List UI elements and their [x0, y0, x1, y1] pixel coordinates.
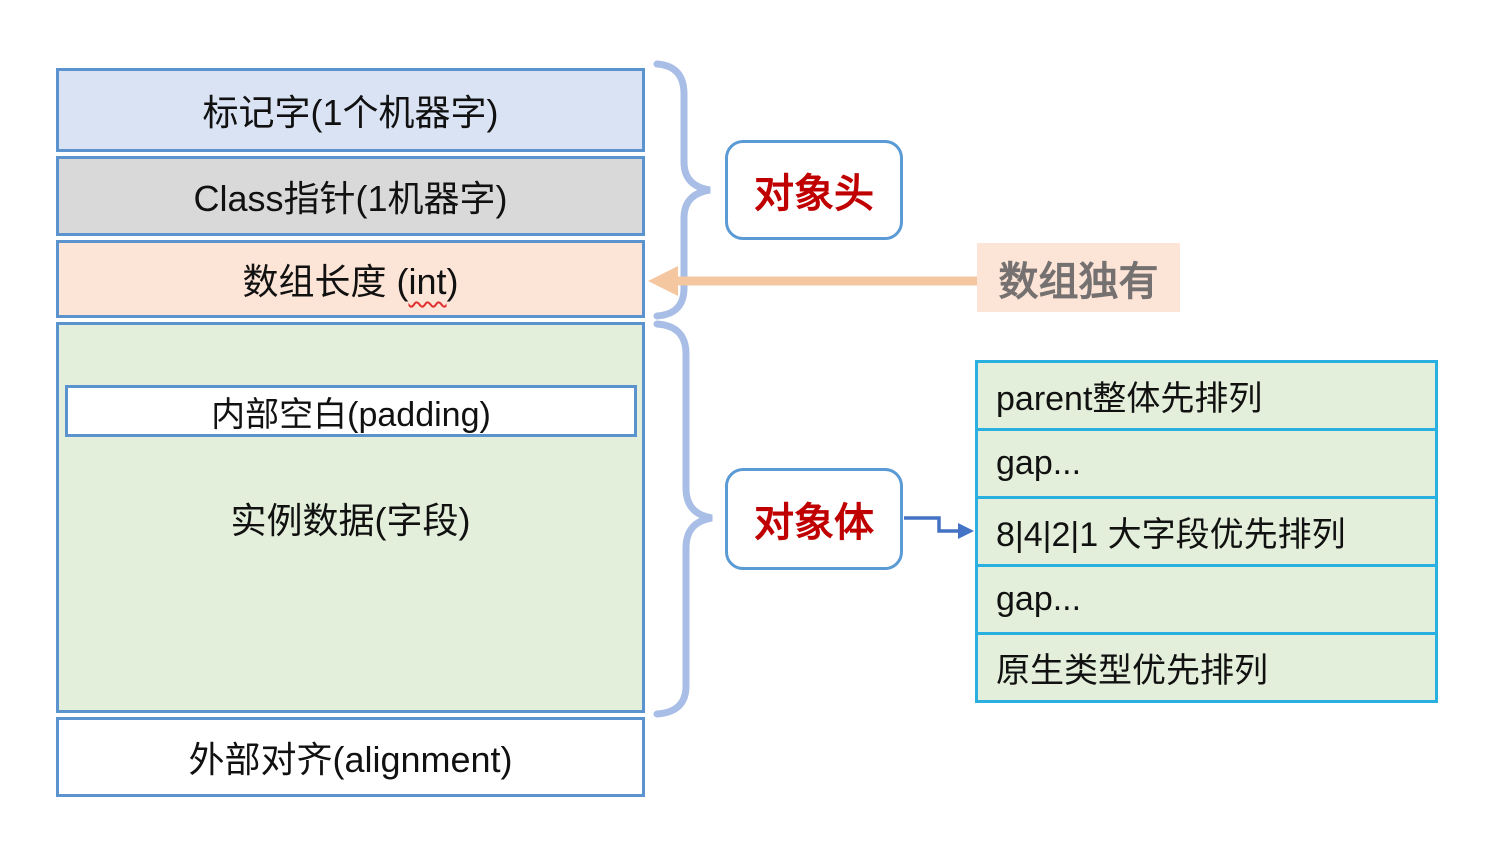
field-order-row: gap...	[978, 567, 1435, 635]
mark-word-label: 标记字(1个机器字)	[202, 92, 499, 133]
padding-label: 内部空白(padding)	[211, 395, 491, 434]
object-header-brace	[653, 60, 711, 320]
object-header-label: 对象头	[754, 172, 874, 216]
field-order-row: parent整体先排列	[978, 363, 1435, 431]
mark-word-box: 标记字(1个机器字)	[56, 68, 645, 152]
class-pointer-box: Class指针(1机器字)	[56, 156, 645, 236]
field-order-row-label: gap...	[996, 444, 1082, 482]
array-only-label: 数组独有	[998, 259, 1159, 304]
object-body-callout: 对象体	[725, 468, 903, 570]
field-order-table: parent整体先排列 gap... 8|4|2|1 大字段优先排列 gap..…	[975, 360, 1438, 703]
field-order-row: 8|4|2|1 大字段优先排列	[978, 499, 1435, 567]
array-length-word-int: int	[408, 261, 447, 302]
field-order-row-label: parent整体先排列	[996, 380, 1263, 418]
alignment-label: 外部对齐(alignment)	[188, 739, 513, 780]
object-header-callout: 对象头	[725, 140, 903, 240]
array-length-suffix: )	[446, 261, 459, 302]
instance-data-label: 实例数据(字段)	[230, 500, 471, 541]
padding-box: 内部空白(padding)	[65, 385, 637, 437]
array-length-label: 数组长度 (int)	[242, 253, 458, 305]
object-body-label: 对象体	[754, 501, 874, 545]
object-body-connector-arrow	[904, 516, 960, 533]
array-only-arrow-head	[648, 266, 678, 296]
class-pointer-label: Class指针(1机器字)	[193, 178, 508, 219]
field-order-row-label: 原生类型优先排列	[996, 652, 1268, 690]
object-body-brace	[653, 320, 713, 718]
field-order-row-label: 8|4|2|1 大字段优先排列	[996, 516, 1346, 554]
field-order-row: 原生类型优先排列	[978, 635, 1435, 700]
field-order-row-label: gap...	[996, 580, 1082, 618]
array-length-box: 数组长度 (int)	[56, 240, 645, 318]
array-only-tag: 数组独有	[977, 243, 1180, 312]
array-length-prefix: 数组长度 (	[242, 261, 409, 302]
object-body-connector-arrow-head	[958, 523, 974, 539]
alignment-box: 外部对齐(alignment)	[56, 717, 645, 797]
field-order-row: gap...	[978, 431, 1435, 499]
